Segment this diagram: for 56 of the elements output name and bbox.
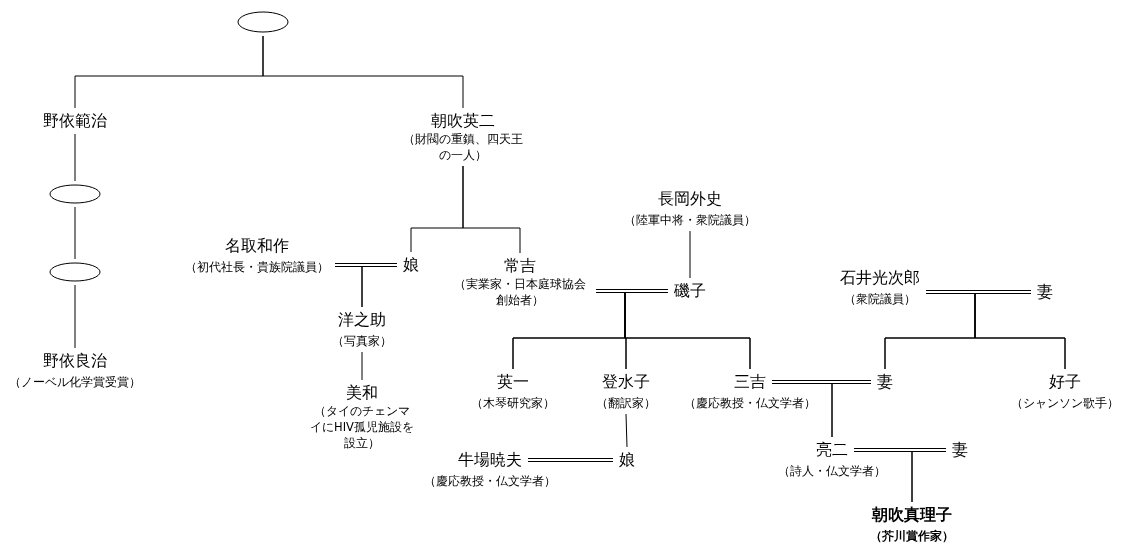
person-name: 長岡外史 <box>658 189 722 209</box>
person-name: 朝吹真理子 <box>872 505 952 525</box>
person-note: （翻訳家） <box>596 395 656 411</box>
person-note: （慶応教授・仏文学者） <box>684 395 816 411</box>
person-note: （芥川賞作家） <box>870 528 954 544</box>
descent-line <box>689 230 691 279</box>
person-name: 娘 <box>403 255 419 275</box>
marriage-line <box>853 448 947 452</box>
person-name: 登水子 <box>602 372 650 392</box>
descent-line <box>361 351 363 381</box>
descent-line <box>74 133 76 182</box>
person-note: （ノーベル化学賞受賞） <box>9 374 141 390</box>
person-name: 磯子 <box>674 281 706 301</box>
person-name: 妻 <box>877 372 893 392</box>
person-name: 亮二 <box>816 440 848 460</box>
marriage-line <box>925 290 1032 294</box>
person-name: 三吉 <box>734 372 766 392</box>
person-note: （陸軍中将・衆院議員） <box>624 212 756 228</box>
marriage-line <box>771 380 872 384</box>
person-note: （慶応教授・仏文学者） <box>424 473 556 489</box>
person-name: 野依範治 <box>43 111 107 131</box>
person-note: （木琴研究家） <box>471 395 555 411</box>
person-note: （初代社長・貴族院議員） <box>185 259 329 275</box>
descent-line <box>911 451 947 503</box>
marriage-line <box>527 458 614 462</box>
descent-line <box>262 35 464 109</box>
person-name: 好子 <box>1049 372 1081 392</box>
marriage-line <box>334 263 398 267</box>
descent-line <box>74 206 76 260</box>
person-name: 娘 <box>619 450 635 470</box>
person-name: 野依良治 <box>43 351 107 371</box>
marriage-line <box>595 289 669 293</box>
person-name: 洋之助 <box>338 310 386 330</box>
person-note: （シャンソン歌手） <box>1011 395 1119 411</box>
person-note: （写真家） <box>332 333 392 349</box>
descent-line <box>361 266 398 308</box>
descent-line <box>625 413 628 448</box>
person-note: （衆院議員） <box>844 291 916 307</box>
person-name: 美和 <box>346 383 378 403</box>
descent-line <box>462 165 521 254</box>
person-note: （詩人・仏文学者） <box>778 463 886 479</box>
descent-line <box>831 383 872 438</box>
person-note: （タイのチェンマイにHIV孤児施設を設立） <box>310 403 414 451</box>
person-name: 常吉 <box>504 256 536 276</box>
person-note: （財閥の重鎮、四天王の一人） <box>402 131 524 163</box>
person-name: 朝吹英二 <box>431 111 495 131</box>
descent-line <box>74 284 76 349</box>
person-name: 牛場暁夫 <box>458 450 522 470</box>
person-name: 英一 <box>497 372 529 392</box>
person-note: （実業家・日本庭球協会創始者） <box>453 276 587 308</box>
person-name: 名取和作 <box>225 236 289 256</box>
person-name: 妻 <box>1037 282 1053 302</box>
descent-line <box>974 293 1066 370</box>
person-name: 妻 <box>952 440 968 460</box>
person-name: 石井光次郎 <box>840 268 920 288</box>
descent-line <box>624 292 751 370</box>
